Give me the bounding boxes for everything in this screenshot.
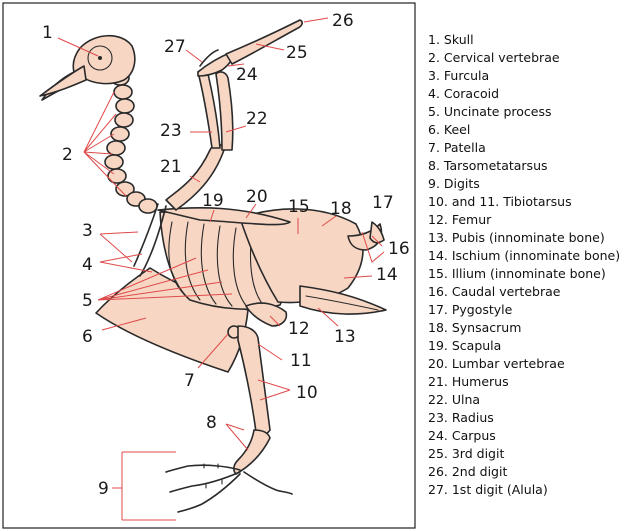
label-17: 17 (372, 193, 394, 213)
legend-item: 23. Radius (428, 410, 494, 425)
legend-item: 6. Keel (428, 122, 470, 137)
legend-item: 10. and 11. Tibiotarsus (428, 194, 572, 209)
label-23: 23 (160, 121, 182, 141)
legend-item: 18. Synsacrum (428, 320, 521, 335)
label-5: 5 (82, 291, 93, 311)
label-27: 27 (164, 37, 186, 57)
label-18: 18 (330, 199, 352, 219)
legend-item: 9. Digits (428, 176, 480, 191)
label-7: 7 (184, 371, 195, 391)
legend-item: 15. Illium (innominate bone) (428, 266, 606, 281)
label-3: 3 (82, 221, 93, 241)
legend-item: 19. Scapula (428, 338, 501, 353)
label-24: 24 (236, 65, 258, 85)
legend-item: 1. Skull (428, 32, 474, 47)
legend-item: 3. Furcula (428, 68, 489, 83)
legend-item: 16. Caudal vertebrae (428, 284, 561, 299)
label-22: 22 (246, 109, 268, 129)
legend-item: 20. Lumbar vertebrae (428, 356, 565, 371)
legend-item: 14. Ischium (innominate bone) (428, 248, 620, 263)
legend-item: 8. Tarsometatarsus (428, 158, 548, 173)
label-2: 2 (62, 145, 73, 165)
label-13: 13 (334, 327, 356, 347)
legend-item: 26. 2nd digit (428, 464, 507, 479)
legend: 1. Skull 2. Cervical vertebrae 3. Furcul… (428, 32, 620, 497)
legend-item: 4. Coracoid (428, 86, 499, 101)
legend-item: 12. Femur (428, 212, 492, 227)
legend-item: 13. Pubis (innominate bone) (428, 230, 605, 245)
label-19: 19 (202, 191, 224, 211)
label-11: 11 (290, 351, 312, 371)
label-25: 25 (286, 43, 308, 63)
legend-item: 5. Uncinate process (428, 104, 552, 119)
label-4: 4 (82, 255, 93, 275)
label-9: 9 (98, 479, 109, 499)
label-16: 16 (388, 239, 410, 259)
label-1: 1 (42, 23, 53, 43)
legend-item: 7. Patella (428, 140, 486, 155)
label-12: 12 (288, 319, 310, 339)
legend-item: 17. Pygostyle (428, 302, 513, 317)
label-20: 20 (246, 187, 268, 207)
label-15: 15 (288, 197, 310, 217)
label-6: 6 (82, 327, 93, 347)
label-14: 14 (376, 265, 398, 285)
legend-item: 2. Cervical vertebrae (428, 50, 560, 65)
legend-item: 27. 1st digit (Alula) (428, 482, 548, 497)
label-8: 8 (206, 413, 217, 433)
label-21: 21 (160, 157, 182, 177)
legend-item: 21. Humerus (428, 374, 509, 389)
legend-item: 22. Ulna (428, 392, 480, 407)
label-26: 26 (332, 11, 354, 31)
legend-item: 24. Carpus (428, 428, 496, 443)
label-10: 10 (296, 383, 318, 403)
legend-item: 25. 3rd digit (428, 446, 504, 461)
